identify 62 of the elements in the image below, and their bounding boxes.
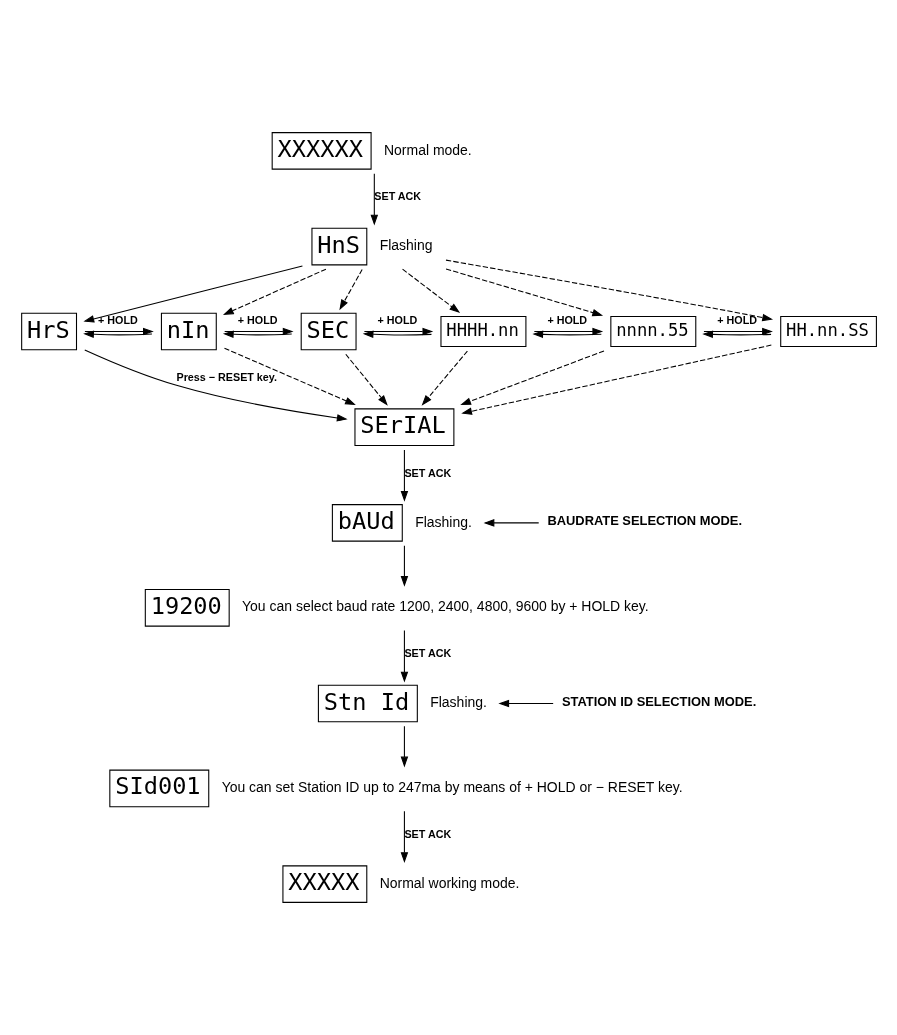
arrow [363, 327, 434, 336]
arrow [400, 725, 409, 768]
node-text: STATION ID SELECTION MODE. [561, 693, 757, 709]
node-label: Flashing [379, 237, 433, 254]
edge-label: SET ACK [404, 647, 452, 660]
node-label: Flashing. [430, 694, 487, 711]
node-box: 19200 [144, 589, 230, 627]
node-box: HrS [21, 312, 78, 351]
node-label: You can set Station ID up to 247ma by means of + HOLD or − RESET key. [221, 779, 683, 796]
node-label: Normal mode. [383, 141, 472, 158]
node-label: Normal working mode. [379, 874, 520, 891]
node-label: Flashing. [415, 513, 472, 530]
arrow [400, 630, 409, 683]
arrow [223, 347, 356, 406]
node-box: bAUd [331, 504, 403, 542]
arrow [400, 810, 409, 864]
edge-label: + HOLD [547, 313, 588, 326]
arrow [345, 353, 388, 406]
arrow [498, 699, 554, 708]
node-box: HnS [311, 227, 368, 266]
arrow [421, 350, 468, 406]
arrow [400, 545, 409, 587]
edge-label: + HOLD [717, 313, 758, 326]
arrow [370, 173, 379, 226]
arrow [702, 330, 772, 339]
arrow [483, 519, 540, 527]
arrow [83, 265, 303, 323]
arrow [84, 349, 348, 422]
arrow [362, 330, 432, 338]
node-box: nnnn.55 [610, 315, 697, 348]
edge-label: + HOLD [237, 313, 278, 326]
arrow [532, 330, 602, 339]
node-box: nIn [160, 312, 217, 351]
node-box: SId001 [109, 769, 210, 808]
arrow [402, 268, 461, 314]
node-box: HHHH.nn [440, 315, 527, 348]
node-box: XXXXXX [271, 132, 372, 170]
arrow [445, 268, 604, 317]
arrow [533, 327, 604, 336]
arrow [460, 350, 605, 406]
arrow [445, 259, 774, 322]
arrow [83, 330, 153, 338]
arrow [222, 268, 327, 316]
arrow [222, 330, 293, 338]
edge-label: SET ACK [404, 827, 452, 840]
arrow [224, 327, 294, 336]
edge-label: SET ACK [404, 466, 452, 479]
arrow [339, 268, 363, 311]
edge-label: + HOLD [377, 313, 418, 326]
arrow [84, 327, 154, 336]
arrow [461, 344, 772, 415]
node-box: XXXXX [282, 865, 368, 903]
arrow [400, 449, 409, 502]
node-label: You can select baud rate 1200, 2400, 4800, 9600 by + HOLD key. [242, 598, 649, 615]
node-box: HH.nn.SS [780, 315, 877, 348]
node-text: BAUDRATE SELECTION MODE. [547, 513, 742, 529]
node-box: SEC [300, 312, 357, 351]
node-box: Stn Id [317, 684, 418, 723]
arrow [703, 327, 773, 336]
edge-label: + HOLD [98, 313, 138, 326]
node-box: SErIAL [354, 408, 455, 446]
edge-label: Press − RESET key. [176, 370, 277, 383]
